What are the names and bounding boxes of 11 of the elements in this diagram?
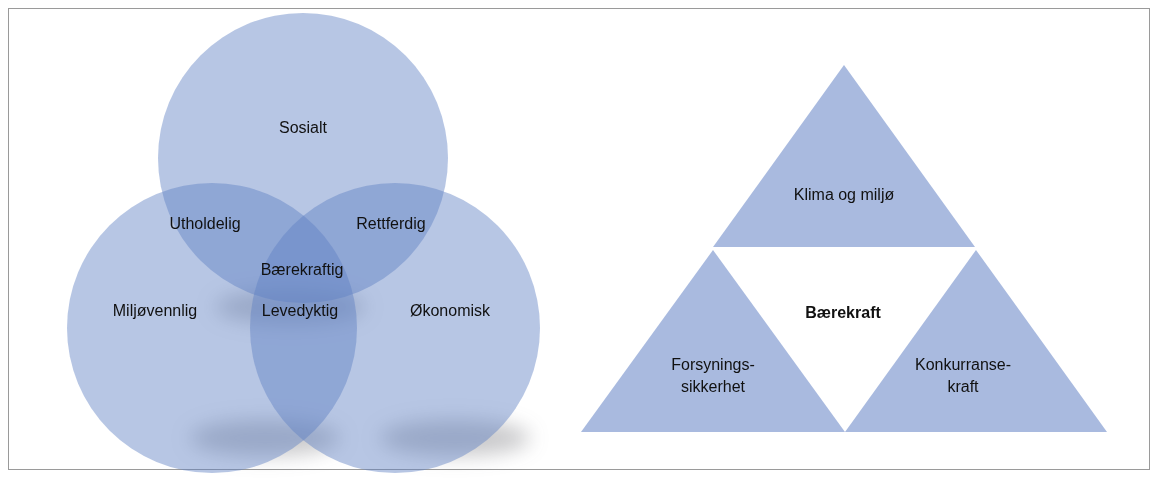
- segment-label: Forsynings- sikkerhet: [670, 355, 756, 397]
- overlap-label: Levedyktig: [261, 302, 339, 320]
- overlap-label: Utholdelig: [169, 215, 241, 233]
- center-label: Bærekraft: [805, 304, 881, 322]
- segment-label: Økonomisk: [410, 302, 490, 320]
- segment-label: Sosialt: [279, 119, 327, 137]
- segment-label: Miljøvennlig: [112, 302, 198, 320]
- overlap-label: Bærekraftig: [260, 261, 344, 279]
- segment-label: Klima og miljø: [793, 186, 895, 204]
- overlap-label: Rettferdig: [356, 215, 426, 233]
- segment-label: Konkurranse- kraft: [913, 355, 1012, 397]
